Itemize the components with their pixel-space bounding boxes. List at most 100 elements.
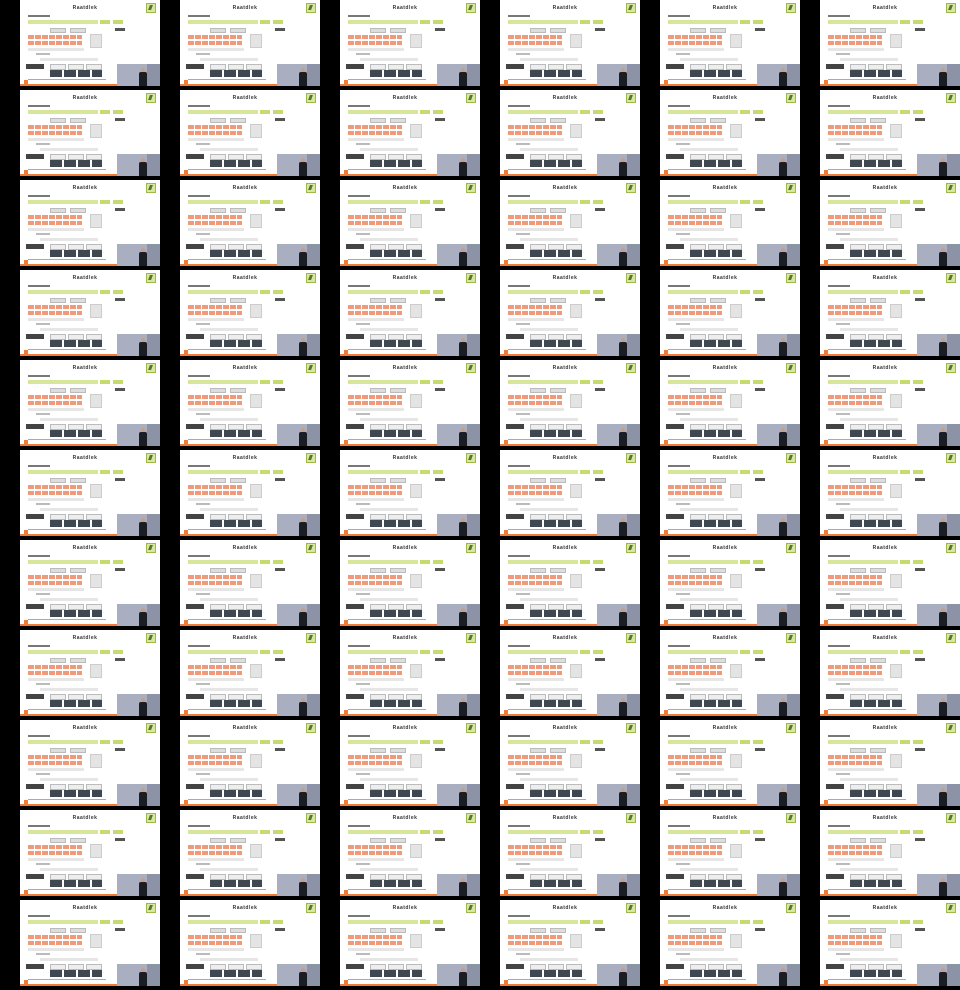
logo-icon (146, 273, 156, 283)
slide-thumbnail[interactable]: Raatdlek (20, 180, 160, 266)
label (676, 233, 690, 235)
slide-thumbnail[interactable]: Raatdlek (820, 270, 960, 356)
dark-block (666, 154, 684, 159)
dark-block (435, 28, 445, 31)
gray-strip (840, 328, 898, 331)
slide-thumbnail[interactable]: Raatdlek (180, 450, 320, 536)
slide-thumbnail[interactable]: Raatdlek (820, 0, 960, 86)
slide-thumbnail[interactable]: Raatdlek (180, 810, 320, 896)
slide-thumbnail[interactable]: Raatdlek (180, 540, 320, 626)
green-bar (828, 740, 898, 744)
box (70, 658, 86, 663)
slide-thumbnail[interactable]: Raatdlek (500, 900, 640, 986)
green-box (900, 290, 910, 294)
slide-thumbnail[interactable]: Raatdlek (180, 360, 320, 446)
slide-thumbnail[interactable]: Raatdlek (180, 180, 320, 266)
orange-row (828, 395, 882, 399)
speaker-video (117, 424, 160, 446)
slide-thumbnail[interactable]: Raatdlek (180, 270, 320, 356)
slide-thumbnail[interactable]: Raatdlek (20, 450, 160, 536)
slide-thumbnail[interactable]: Raatdlek (340, 720, 480, 806)
gray-strip (40, 58, 98, 61)
slide-thumbnail[interactable]: Raatdlek (20, 630, 160, 716)
footer-line (188, 889, 266, 890)
slide-thumbnail[interactable]: Raatdlek (180, 900, 320, 986)
slide-thumbnail[interactable]: Raatdlek (340, 0, 480, 86)
slide-thumbnail[interactable]: Raatdlek (180, 90, 320, 176)
slide-thumbnail[interactable]: Raatdlek (500, 720, 640, 806)
slide-thumbnail[interactable]: Raatdlek (660, 360, 800, 446)
slide-thumbnail[interactable]: Raatdlek (340, 810, 480, 896)
slide-thumbnail[interactable]: Raatdlek (20, 0, 160, 86)
slide-thumbnail[interactable]: Raatdlek (500, 0, 640, 86)
slide-thumbnail[interactable]: Raatdlek (820, 540, 960, 626)
slide-thumbnail[interactable]: Raatdlek (820, 900, 960, 986)
slide-thumbnail[interactable]: Raatdlek (820, 450, 960, 536)
slide-thumbnail[interactable]: Raatdlek (660, 810, 800, 896)
slide-thumbnail[interactable]: Raatdlek (340, 630, 480, 716)
slide-thumbnail[interactable]: Raatdlek (820, 720, 960, 806)
slide-thumbnail[interactable]: Raatdlek (180, 720, 320, 806)
slide-thumbnail[interactable]: Raatdlek (340, 180, 480, 266)
green-box (273, 110, 283, 114)
green-box (740, 290, 750, 294)
slide-thumbnail[interactable]: Raatdlek (20, 540, 160, 626)
dark-block (435, 928, 445, 931)
slide-thumbnail[interactable]: Raatdlek (500, 630, 640, 716)
slide-thumbnail[interactable]: Raatdlek (180, 0, 320, 86)
slide-thumbnail[interactable]: Raatdlek (820, 360, 960, 446)
dark-block (826, 514, 844, 519)
orange-row (668, 665, 722, 669)
logo-icon (306, 363, 316, 373)
slide-thumbnail[interactable]: Raatdlek (340, 270, 480, 356)
slide-thumbnail[interactable]: Raatdlek (340, 90, 480, 176)
gray-strip (828, 498, 884, 501)
slide-thumbnail[interactable]: Raatdlek (820, 810, 960, 896)
label (836, 863, 850, 865)
slide-thumbnail[interactable]: Raatdlek (820, 180, 960, 266)
slide-thumbnail[interactable]: Raatdlek (500, 540, 640, 626)
footer-bar (500, 170, 640, 176)
slide-thumbnail[interactable]: Raatdlek (500, 180, 640, 266)
slide-thumbnail[interactable]: Raatdlek (20, 810, 160, 896)
slide-thumbnail[interactable]: Raatdlek (660, 900, 800, 986)
slide-thumbnail[interactable]: Raatdlek (20, 270, 160, 356)
slide-thumbnail[interactable]: Raatdlek (660, 540, 800, 626)
slide-thumbnail[interactable]: Raatdlek (180, 630, 320, 716)
speaker-icon (619, 878, 627, 896)
slide-thumbnail[interactable]: Raatdlek (660, 180, 800, 266)
slide-thumbnail[interactable]: Raatdlek (660, 90, 800, 176)
box (886, 874, 902, 880)
slide-thumbnail[interactable]: Raatdlek (500, 90, 640, 176)
slide-title: Raatdlek (712, 815, 738, 821)
box (210, 694, 226, 700)
slide-thumbnail[interactable]: Raatdlek (340, 900, 480, 986)
slide-thumbnail[interactable]: Raatdlek (340, 450, 480, 536)
slide-thumbnail[interactable]: Raatdlek (20, 360, 160, 446)
green-box (913, 830, 923, 834)
box (548, 154, 564, 160)
slide-thumbnail[interactable]: Raatdlek (660, 270, 800, 356)
green-bar (28, 830, 98, 834)
slide-thumbnail[interactable]: Raatdlek (20, 720, 160, 806)
slide-thumbnail[interactable]: Raatdlek (820, 90, 960, 176)
slide-thumbnail[interactable]: Raatdlek (500, 450, 640, 536)
slide-thumbnail[interactable]: Raatdlek (340, 540, 480, 626)
slide-thumbnail[interactable]: Raatdlek (660, 630, 800, 716)
orange-row (668, 311, 722, 315)
slide-thumbnail[interactable]: Raatdlek (660, 0, 800, 86)
slide-thumbnail[interactable]: Raatdlek (20, 900, 160, 986)
slide-thumbnail[interactable]: Raatdlek (20, 90, 160, 176)
slide-thumbnail[interactable]: Raatdlek (660, 720, 800, 806)
slide-thumbnail[interactable]: Raatdlek (500, 270, 640, 356)
slide-thumbnail[interactable]: Raatdlek (500, 360, 640, 446)
speaker-icon (299, 698, 307, 716)
orange-row (28, 395, 82, 399)
footer-bar (500, 710, 640, 716)
slide-thumbnail[interactable]: Raatdlek (820, 630, 960, 716)
slide-title: Raatdlek (72, 455, 98, 461)
slide-thumbnail[interactable]: Raatdlek (340, 360, 480, 446)
green-bar (828, 830, 898, 834)
slide-thumbnail[interactable]: Raatdlek (500, 810, 640, 896)
slide-thumbnail[interactable]: Raatdlek (660, 450, 800, 536)
